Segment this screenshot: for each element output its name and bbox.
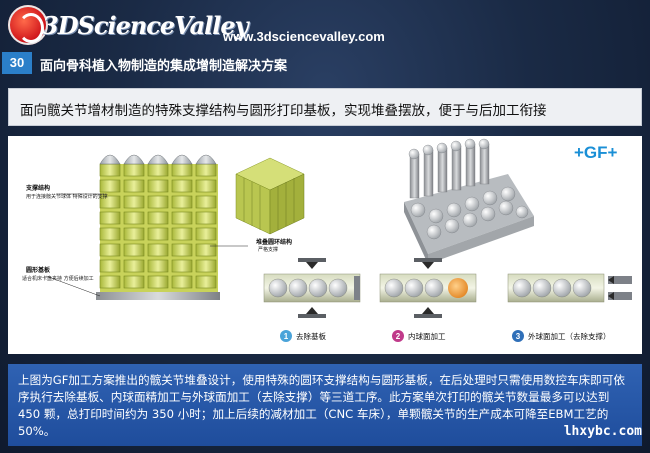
stacked-tower-illustration [45, 154, 248, 300]
step-2-label: 2 内球面加工 [392, 330, 446, 342]
printed-parts-render [404, 138, 534, 264]
step-3-illustration [507, 273, 632, 303]
step-1-number-badge [280, 330, 292, 342]
gf-brand-logo: +GF+ [574, 143, 618, 162]
logo[interactable]: 3DScienceValley [8, 5, 249, 45]
step-1-illustration [263, 258, 361, 318]
svg-text:1: 1 [284, 332, 289, 341]
step-1-label: 1 去除基板 [280, 330, 326, 342]
label-ring-support-sub: 严格支撑 [258, 246, 278, 253]
iso-cube-illustration [235, 157, 305, 235]
label-ring-support: 堆叠圆环结构 [256, 238, 292, 246]
subtitle-text: 面向髋关节增材制造的特殊支撑结构与圆形打印基板，实现堆叠摆放，便于与后加工衔接 [20, 103, 547, 119]
logo-text: 3DScienceValley [42, 11, 249, 40]
figure-panel: 支撑结构 用于连接髋关节球体 特殊设计的支撑 圆形基板 适合机床卡盘夹持 方便后… [8, 136, 642, 354]
section-title: 面向骨科植入物制造的集成增制造解决方案 [40, 59, 288, 74]
label-support-structure-sub: 用于连接髋关节球体 特殊设计的支撑 [26, 193, 108, 200]
section-number: 30 [2, 52, 32, 74]
label-circular-base: 圆形基板 [26, 266, 51, 274]
step-1-text: 去除基板 [296, 331, 326, 341]
description-text: 上图为GF加工方案推出的髋关节堆叠设计，使用特殊的圆环支撑结构与圆形基板，在后处… [18, 373, 625, 438]
corner-watermark-text: lhxybc.com [563, 424, 642, 439]
step-2-text: 内球面加工 [408, 331, 446, 341]
step-2-illustration [379, 258, 477, 318]
subtitle-box: 面向髋关节增材制造的特殊支撑结构与圆形打印基板，实现堆叠摆放，便于与后加工衔接 [8, 88, 642, 126]
label-circular-base-sub: 适合机床卡盘夹持 方便后续加工 [22, 275, 94, 282]
step-3-label: 3 外球面加工（去除支撑） [512, 330, 611, 342]
logo-emblem-icon [8, 5, 48, 45]
description-box: 上图为GF加工方案推出的髋关节堆叠设计，使用特殊的圆环支撑结构与圆形基板，在后处… [8, 364, 642, 446]
svg-text:2: 2 [396, 332, 401, 341]
site-url[interactable]: www.3dsciencevalley.com [223, 29, 385, 44]
step-2-number-badge [392, 330, 404, 342]
figure-illustration: 支撑结构 用于连接髋关节球体 特殊设计的支撑 圆形基板 适合机床卡盘夹持 方便后… [22, 138, 632, 342]
header: 3DScienceValley www.3dsciencevalley.com [0, 0, 650, 50]
step-3-number-badge [512, 330, 524, 342]
step-3-text: 外球面加工（去除支撑） [528, 331, 611, 341]
svg-text:3: 3 [516, 332, 521, 341]
label-support-structure: 支撑结构 [25, 184, 50, 192]
